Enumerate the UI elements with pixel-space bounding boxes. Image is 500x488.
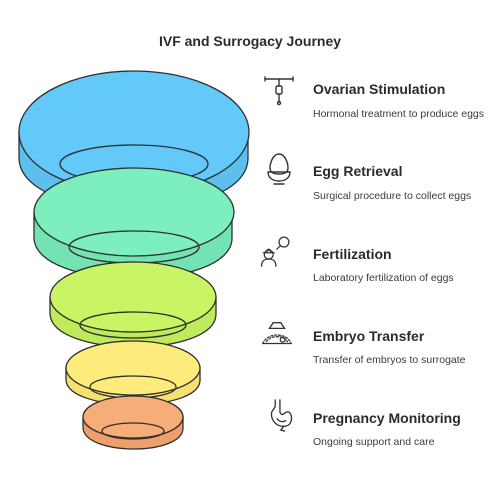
step-desc-fertilization: Laboratory fertilization of eggs [313, 272, 454, 284]
step-title-fertilization: Fertilization [313, 246, 392, 262]
funnel-layer-fertilization [49, 261, 217, 348]
step-title-ovarian-stimulation: Ovarian Stimulation [313, 81, 446, 97]
step-title-pregnancy-monitoring: Pregnancy Monitoring [313, 410, 461, 426]
step-desc-egg-retrieval: Surgical procedure to collect eggs [313, 190, 472, 202]
scientist-icon [260, 236, 290, 267]
egg-cup-icon [267, 153, 291, 185]
stomach-icon [270, 399, 293, 432]
diagram-title: IVF and Surrogacy Journey [158, 33, 342, 49]
funnel-layer-embryo-transfer [65, 340, 201, 406]
step-desc-pregnancy-monitoring: Ongoing support and care [313, 436, 435, 448]
funnel-layer-pregnancy-monitoring [82, 395, 184, 450]
step-desc-embryo-transfer: Transfer of embryos to surrogate [313, 354, 466, 366]
ultrasound-icon [262, 322, 292, 345]
iud-icon [264, 76, 294, 106]
step-title-egg-retrieval: Egg Retrieval [313, 163, 403, 179]
step-title-embryo-transfer: Embryo Transfer [313, 328, 425, 344]
step-desc-ovarian-stimulation: Hormonal treatment to produce eggs [313, 108, 485, 120]
